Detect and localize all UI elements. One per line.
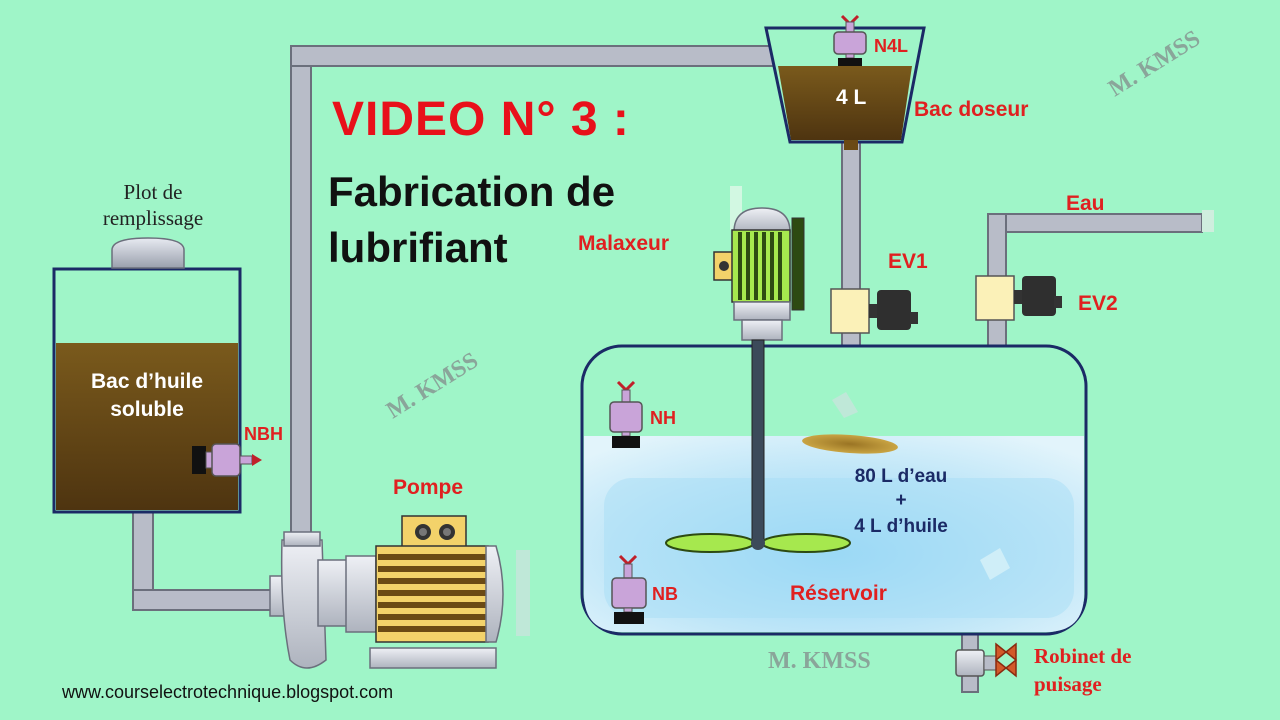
pipe-pump-up: [290, 45, 312, 539]
mixer: [665, 186, 851, 553]
video-title: VIDEO N° 3 :: [332, 93, 630, 146]
oil-tank: [52, 237, 242, 514]
label-ev2: EV2: [1078, 292, 1118, 315]
mixer-blade-left: [665, 533, 755, 553]
watermark-bottom: M. KMSS: [768, 648, 871, 674]
label-nbh: NBH: [244, 424, 283, 444]
oil-tank-liquid: [56, 343, 238, 510]
pump-coupling: [317, 559, 349, 627]
label-mix-line1: 80 L d’eau: [854, 466, 948, 487]
label-oil-tank-line2: soluble: [110, 398, 184, 421]
sensor-nh: [609, 380, 643, 448]
reservoir: [580, 344, 1088, 636]
label-water: Eau: [1066, 192, 1105, 215]
mixer-motor-top: [733, 207, 791, 233]
doser-tank: [764, 26, 926, 150]
label-mix-line2: +: [895, 490, 907, 511]
pump-base: [369, 647, 497, 669]
label-tap-line2: puisage: [1034, 672, 1102, 696]
pump-motor-fan-cover: [485, 545, 504, 643]
label-nb: NB: [652, 584, 678, 604]
label-doser: Bac doseur: [914, 98, 1029, 121]
pump-outlet-flange: [283, 531, 321, 547]
label-n4l: N4L: [874, 36, 909, 56]
pipe-water-horizontal: [987, 213, 1203, 233]
doser-outlet: [844, 140, 858, 150]
mixer-coupling: [741, 319, 783, 341]
mixer-side-plate: [791, 217, 805, 311]
oil-pour-stream: [832, 392, 858, 418]
pipe-top-to-doser: [290, 45, 812, 67]
mixer-motor-fins: [738, 232, 782, 300]
sensor-nbh: [192, 443, 262, 477]
mixer-shaft: [751, 339, 765, 547]
tap-handle: [994, 642, 1018, 678]
pipe-water-end: [1202, 210, 1214, 232]
oil-slick: [802, 434, 898, 454]
drain-tap: [955, 642, 1018, 678]
label-mix-line3: 4 L d’huile: [854, 516, 948, 537]
mixer-flange: [733, 301, 791, 321]
filling-cap: [111, 237, 185, 269]
pump-flange: [345, 555, 377, 633]
label-plot-line2: remplissage: [102, 206, 204, 230]
label-reservoir: Réservoir: [790, 582, 887, 605]
subtitle-line-1: Fabrication de: [328, 168, 616, 215]
pump-terminal-box: [401, 515, 467, 549]
sensor-n4l: [833, 14, 867, 66]
label-oil-tank-line1: Bac d’huile: [90, 370, 204, 393]
pump-volute: [280, 539, 327, 669]
valve-ev1: [830, 288, 918, 334]
label-ev1: EV1: [888, 250, 928, 273]
sensor-nb: [611, 554, 647, 624]
subtitle-line-2: lubrifiant: [328, 224, 508, 271]
valve-ev2: [975, 275, 1062, 321]
pump: [269, 515, 530, 669]
pump-motor-fins: [378, 554, 486, 632]
pipe-tank-to-pump: [132, 589, 284, 611]
label-doser-volume: 4 L: [836, 86, 867, 109]
label-tap-line1: Robinet de: [1034, 644, 1132, 668]
doser-liquid: [778, 66, 912, 140]
water-inlet-stream: [980, 548, 1010, 580]
label-plot-line1: Plot de: [123, 180, 183, 204]
label-nh: NH: [650, 408, 676, 428]
label-pump: Pompe: [393, 476, 464, 499]
label-mixer: Malaxeur: [578, 232, 670, 255]
website-url[interactable]: www.courselectrotechnique.blogspot.com: [62, 682, 394, 702]
